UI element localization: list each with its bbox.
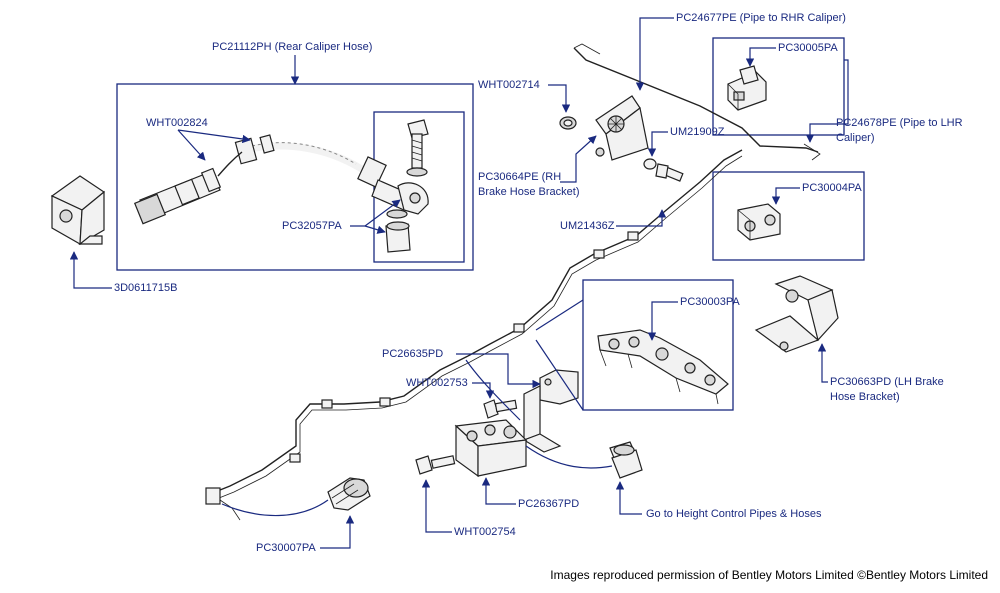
callout-pc24678pe-line2[interactable]: Caliper) [836,132,875,144]
callout-pc30003pa[interactable]: PC30003PA [680,296,740,308]
callout-wht002754[interactable]: WHT002754 [454,526,516,538]
pipe-end-connector-drawing [205,487,241,521]
pc30003pa-box [582,279,734,411]
lh-brake-hose-bracket-drawing [754,275,839,353]
callout-wht002824[interactable]: WHT002824 [146,117,208,129]
callout-pc32057pa[interactable]: PC32057PA [282,220,342,232]
pc30005pa-clip-drawing [727,65,767,111]
rear-caliper-hose-drawing [133,134,429,225]
pc30004pa-clip-drawing [737,203,781,241]
pc26635pd-bracket-drawing [522,369,579,453]
leader-lines [69,17,849,549]
callout-pc30664pe-line1[interactable]: PC30664PE (RH [478,171,562,183]
callout-pc24677pe[interactable]: PC24677PE (Pipe to RHR Caliper) [676,12,846,24]
um21909z-washer [643,158,657,170]
callout-wht002714[interactable]: WHT002714 [478,79,540,91]
union-fitting-drawing [609,441,643,479]
pc26367pd-block-drawing [454,419,528,478]
callout-pc30007pa[interactable]: PC30007PA [256,542,316,554]
callout-pc26635pd[interactable]: PC26635PD [382,348,444,360]
callout-3d0611715b[interactable]: 3D0611715B [114,282,178,294]
callout-pc30663pd-line2[interactable]: Hose Bracket) [830,391,900,403]
callout-um21436z[interactable]: UM21436Z [560,220,615,232]
copyright-credit: Images reproduced permission of Bentley … [550,568,988,582]
bolt-washer-inset-box [373,111,465,263]
callout-pc24678pe-line1[interactable]: PC24678PE (Pipe to LHR [836,117,963,129]
bolt-drawing [655,163,684,182]
wht002754-bolt-drawing [415,455,456,475]
callout-pc26367pd[interactable]: PC26367PD [518,498,580,510]
callout-um21909z[interactable]: UM21909Z [670,126,725,138]
pc30003pa-clip-drawing [597,329,729,405]
bracket-3d0611715b-drawing [50,175,106,246]
callout-pc30004pa[interactable]: PC30004PA [802,182,862,194]
callout-pc30664pe-line2[interactable]: Brake Hose Bracket) [478,186,580,198]
pc30005pa-box [712,37,845,136]
callout-pc30663pd-line1[interactable]: PC30663PD (LH Brake [830,376,944,388]
pc30004pa-box [712,171,865,261]
callout-pc21112ph[interactable]: PC21112PH (Rear Caliper Hose) [212,41,373,53]
pc30007pa-plug-drawing [327,477,371,511]
bolt-washer-drawing [385,119,429,253]
rh-brake-hose-bracket-drawing [595,95,649,161]
callout-wht002753[interactable]: WHT002753 [406,377,468,389]
callout-height-control-pipes[interactable]: Go to Height Control Pipes & Hoses [646,508,822,520]
callout-pc30005pa[interactable]: PC30005PA [778,42,838,54]
wht002753-bolt-drawing [483,399,518,419]
brake-pipe-run [209,43,821,501]
